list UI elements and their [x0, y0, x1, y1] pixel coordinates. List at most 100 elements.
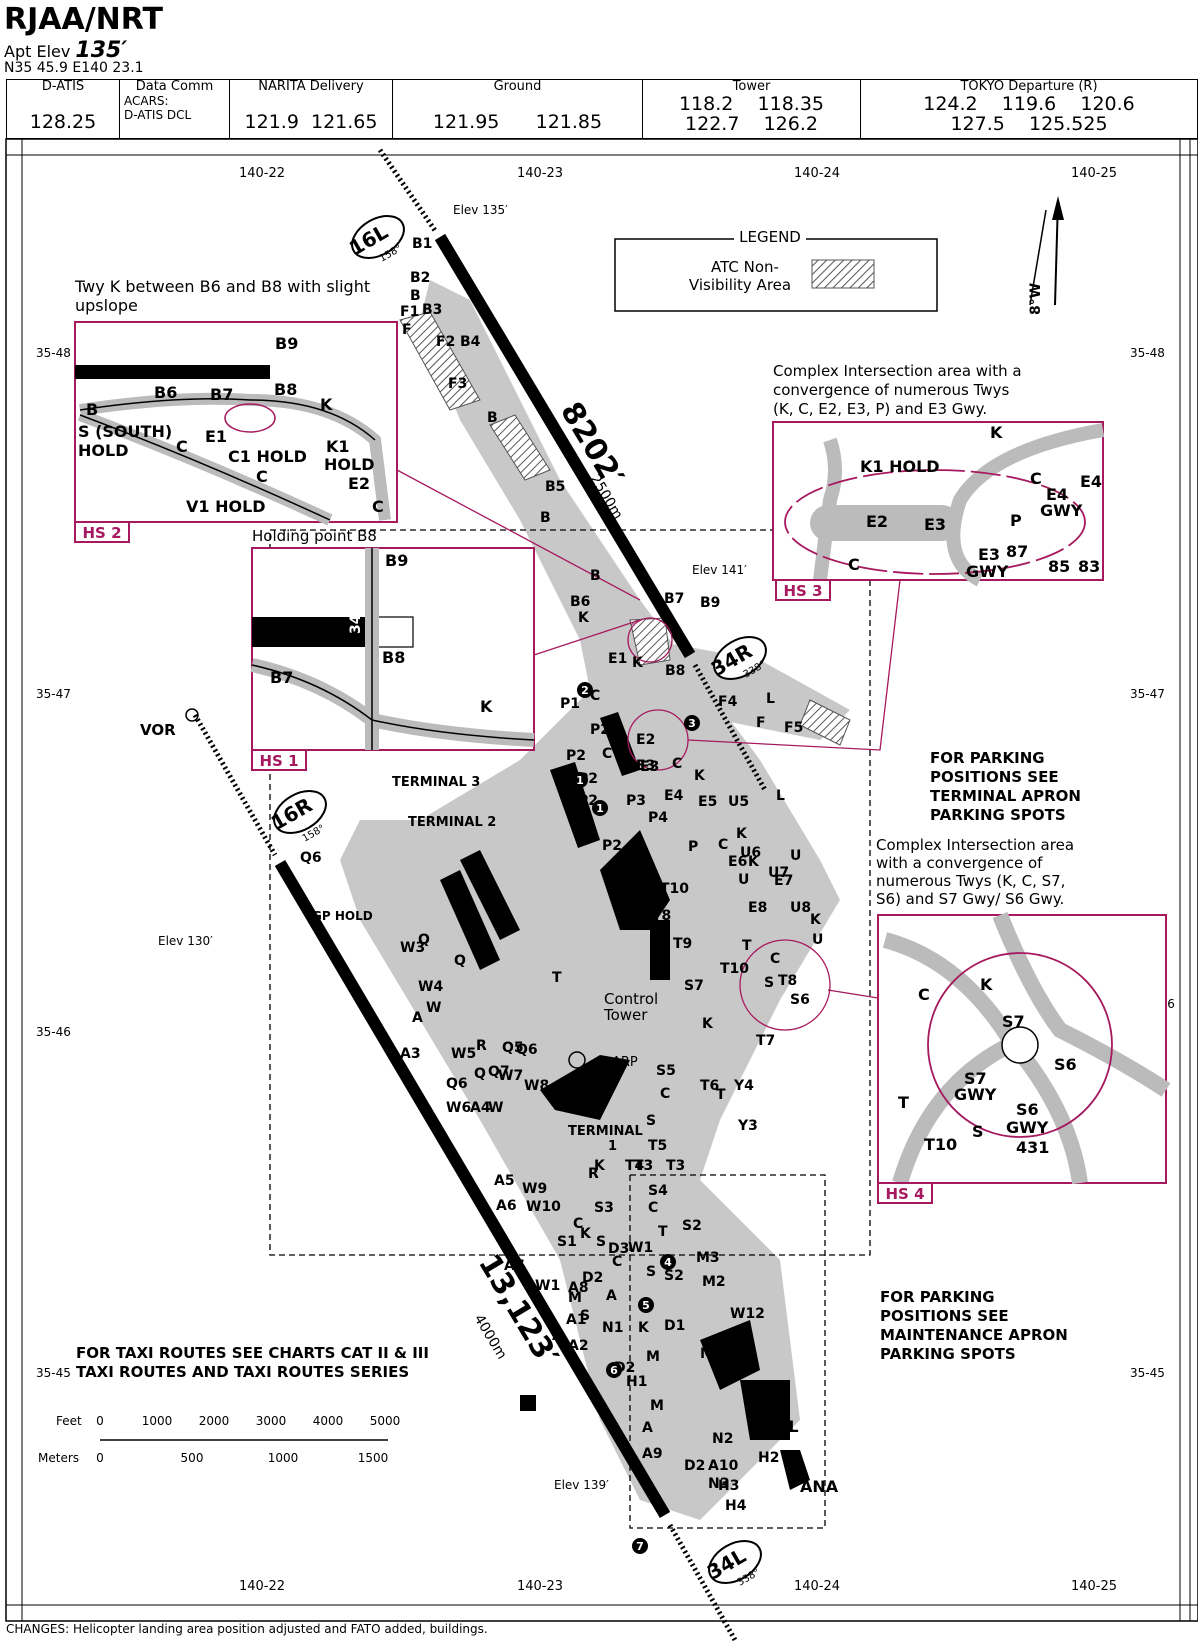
taxiway-label: S6 — [1054, 1055, 1077, 1074]
hotspot-title: upslope — [75, 296, 138, 315]
jal-label: JAL — [769, 1417, 799, 1436]
taxiway-label: Q7 — [488, 1064, 510, 1080]
taxiway-label: 87 — [1006, 542, 1028, 561]
taxiway-label: A5 — [494, 1173, 515, 1189]
hold-label: V1 HOLD — [186, 497, 266, 516]
taxiway-label: K — [980, 975, 993, 994]
taxiway-label: A — [642, 1420, 653, 1436]
taxiway-label: M — [646, 1349, 660, 1365]
taxiway-label: S — [972, 1122, 984, 1141]
taxiway-label: E4 — [664, 788, 684, 804]
freq-delivery: NARITA Delivery 121.9 121.65 — [229, 79, 392, 139]
runway-16R-label: 16R 158° — [267, 790, 327, 845]
taxiway-label: R — [476, 1038, 487, 1054]
svg-text:TERMINAL APRON: TERMINAL APRON — [930, 787, 1081, 805]
taxiway-label: C — [612, 1254, 622, 1270]
taxiway-label: P — [1010, 511, 1022, 530]
freq-value: 127.5 125.525 — [950, 113, 1108, 135]
taxiway-label: S6 — [1016, 1100, 1039, 1119]
taxiway-label: C — [573, 1216, 583, 1232]
taxiway-label: W8 — [524, 1078, 549, 1094]
hold-label: HOLD — [78, 441, 128, 460]
legend-title: LEGEND — [739, 228, 801, 246]
terminal-1-label: TERMINAL — [568, 1124, 643, 1139]
taxiway-label: T — [898, 1093, 909, 1112]
taxiway-label: A3 — [400, 1046, 421, 1062]
runway-16L-34R — [434, 233, 696, 659]
hotspot-marker-icon — [638, 1297, 654, 1313]
hotspot-hs3: Complex Intersection area with a converg… — [772, 362, 1105, 601]
taxiway-label: P1 — [560, 696, 580, 712]
maintenance-parking-note: FOR PARKING POSITIONS SEE MAINTENANCE AP… — [880, 1288, 1068, 1363]
hotspot-label: HS 2 — [82, 524, 121, 542]
svg-text:FOR PARKING: FOR PARKING — [930, 749, 1045, 767]
freq-value: 128.25 — [29, 111, 97, 133]
maintenance-apron-boundary — [629, 1174, 826, 1529]
svg-text:0: 0 — [96, 1451, 104, 1465]
taxiway-label: A — [412, 1010, 423, 1026]
svg-text:Meters: Meters — [38, 1451, 79, 1465]
taxiway-label: E4 — [1080, 472, 1102, 491]
taxiway-label: B9 — [700, 595, 720, 611]
hold-label: C1 HOLD — [228, 447, 307, 466]
taxiway-label: E1 — [205, 427, 227, 446]
taxiway-label: K — [638, 1320, 650, 1336]
taxiway-label: F3 — [448, 376, 467, 392]
taxiway-label: 431 — [1016, 1138, 1049, 1157]
taxiway-label: C — [660, 1086, 670, 1102]
taxiway-label: W12 — [730, 1306, 765, 1322]
taxiway-label: W — [426, 1000, 441, 1016]
hotspot-marker-icon — [684, 715, 700, 731]
taxiway-label: B7 — [664, 591, 684, 607]
hotspot-title: with a convergence of — [876, 854, 1043, 872]
taxiway-label: E1 — [608, 651, 627, 667]
taxiway-label: H2 — [758, 1450, 779, 1466]
terminal-2-label: TERMINAL 2 — [408, 815, 496, 830]
elev-label: Apt Elev — [4, 42, 71, 61]
taxiway-label: B — [540, 510, 551, 526]
taxiway-label: P2 — [590, 722, 610, 738]
taxiway-label: S2 — [664, 1268, 684, 1284]
lat-label-right: 35-45 — [1130, 1366, 1165, 1380]
taxiway-label: H4 — [725, 1498, 747, 1514]
runway-16R-34L — [274, 859, 671, 1519]
hold-label: K1 — [326, 437, 350, 456]
freq-value: ACARS: — [124, 94, 169, 108]
taxiway-label: B2 — [410, 270, 430, 286]
taxiway-label: A8 — [568, 1280, 589, 1296]
taxiway-label: E8 — [748, 900, 767, 916]
freq-title: Data Comm — [135, 79, 214, 94]
hotspot-marker-number: 2 — [581, 684, 589, 697]
legend-line: ATC Non- — [711, 258, 779, 276]
taxiway-label: C — [602, 746, 612, 762]
hotspot-marker-icon — [592, 800, 608, 816]
hotspot-marker-number: 5 — [642, 1299, 650, 1312]
runway-id: 34R — [348, 604, 364, 634]
taxiway-label: 85 — [1048, 557, 1070, 576]
hotspot-marker-number: 1 — [596, 802, 604, 815]
taxiway-label: S3 — [594, 1200, 614, 1216]
elev-value: 135′ — [75, 38, 128, 63]
lat-label-left: 35-48 — [36, 346, 71, 360]
taxiway-label: C — [176, 437, 188, 456]
taxiway-label: Y4 — [733, 1078, 754, 1094]
hotspot-marker-icon — [606, 1362, 622, 1378]
taxiway-label: W1 — [535, 1278, 560, 1294]
control-tower-label: Control — [604, 990, 658, 1008]
taxiway-label: K — [694, 768, 706, 784]
taxiway-label: Q6 — [300, 850, 322, 866]
taxiway-label: E3 — [640, 759, 659, 775]
taxiway-label: T — [742, 938, 752, 954]
lon-label-bottom: 140-23 — [517, 1579, 563, 1594]
terminal-1-label: 1 — [608, 1139, 617, 1154]
taxiway-label: B6 — [570, 594, 590, 610]
svg-text:MAINTENANCE APRON: MAINTENANCE APRON — [880, 1326, 1068, 1344]
taxiway-label: T3 — [666, 1158, 685, 1174]
taxiway-label: K — [320, 395, 333, 414]
taxiway-label: B9 — [385, 551, 408, 570]
taxiway-label: C — [648, 1200, 658, 1216]
taxiway-label: B — [487, 410, 498, 426]
taxiway-label: M2 — [702, 1274, 726, 1290]
taxiway-label: S4 — [648, 1183, 668, 1199]
